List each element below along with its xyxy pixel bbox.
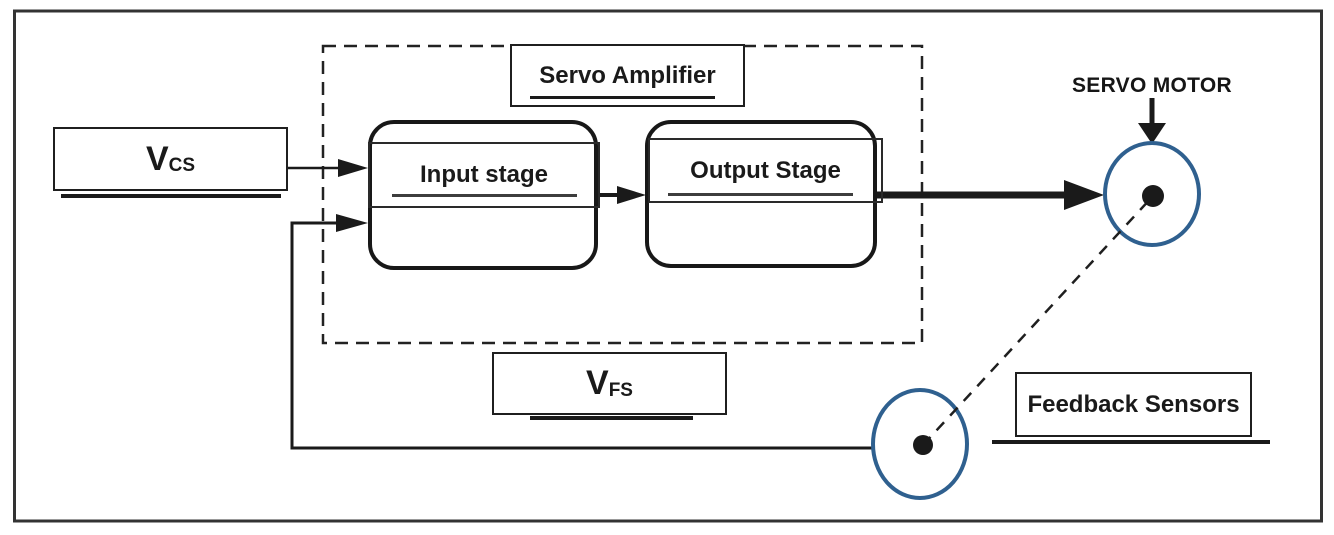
- feedback-sensors-underline: [992, 440, 1270, 444]
- input-stage-block: [368, 120, 598, 270]
- output-stage-band: Output Stage: [648, 138, 883, 203]
- vcs-underline: [61, 194, 281, 198]
- output-stage-underline: [668, 193, 853, 196]
- vcs-arrowhead-icon: [338, 159, 368, 177]
- servo-amplifier-title: Servo Amplifier: [539, 61, 716, 89]
- input-stage-underline: [392, 194, 577, 197]
- feedback-sensor-shaft-dot: [913, 435, 933, 455]
- vfs-label: V: [586, 364, 609, 402]
- feedback-sensors-label: Feedback Sensors: [1027, 390, 1240, 418]
- feedback-sensors-node: Feedback Sensors: [1015, 372, 1252, 437]
- output-drive-arrowhead-icon: [1064, 180, 1104, 210]
- vfs-underline: [530, 416, 693, 420]
- servo-amplifier-underline: [530, 96, 715, 99]
- input-stage-label: Input stage: [419, 161, 548, 188]
- sensor-motor-coupling-dashed-line: [922, 195, 1154, 446]
- servo-motor-shaft-dot: [1142, 185, 1164, 207]
- output-stage-block: [645, 120, 877, 268]
- vfs-subscript: FS: [608, 379, 633, 401]
- motor-pointer-arrowhead-icon: [1138, 123, 1166, 144]
- vcs-subscript: CS: [168, 155, 196, 176]
- feedback-return-line: [290, 221, 873, 450]
- output-stage-label: Output Stage: [690, 156, 841, 184]
- figure-outer-border: [13, 9, 1323, 523]
- vcs-label: V: [145, 139, 169, 178]
- interstage-arrowhead-icon: [617, 186, 646, 204]
- feedback-arrowhead-icon: [336, 214, 368, 232]
- servo-motor-caption: SERVO MOTOR: [1071, 74, 1233, 97]
- input-stage-band: Input stage: [368, 142, 600, 208]
